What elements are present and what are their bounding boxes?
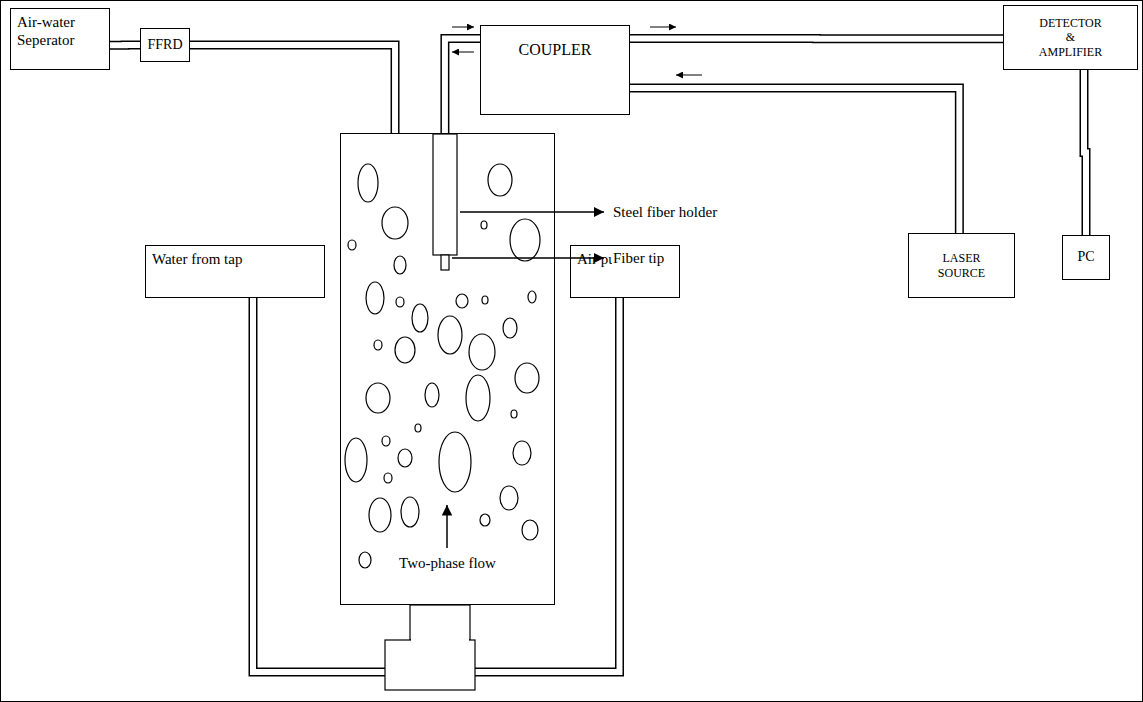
tube-inner — [190, 45, 395, 133]
box-label: DETECTOR & AMPLIFIER — [1036, 16, 1106, 59]
bubble — [396, 297, 404, 307]
inlet-manifold — [385, 605, 475, 690]
bubble — [481, 221, 487, 229]
bubble — [366, 282, 384, 314]
steel-fiber-holder — [433, 134, 457, 255]
bubble — [510, 219, 540, 261]
part-label: Fiber tip — [612, 249, 665, 267]
box-label: Water from tap — [152, 250, 242, 268]
bubble — [382, 436, 390, 446]
inlet-neck — [410, 605, 470, 640]
bubble — [488, 164, 512, 196]
bubble — [412, 304, 428, 332]
direction-arrow — [452, 27, 474, 28]
laser-box: LASER SOURCE — [908, 233, 1015, 298]
fiber-tube — [190, 45, 395, 133]
bubble — [366, 383, 390, 413]
detector-box: DETECTOR & AMPLIFIER — [1003, 5, 1138, 70]
fiber-tube — [445, 39, 480, 134]
bubble — [515, 363, 539, 393]
bubble — [439, 432, 471, 492]
tube-outline — [190, 45, 395, 133]
bubble — [482, 296, 488, 304]
box-label: PC — [1077, 249, 1094, 266]
fiber-tube — [110, 45, 140, 46]
bubble — [466, 375, 490, 421]
inlet-joint — [411, 639, 469, 641]
water-tap-box: Water from tap — [145, 245, 325, 298]
box-label: Air-water Seperator — [17, 13, 103, 49]
bubble — [503, 318, 517, 338]
bubble — [469, 334, 495, 370]
tube-outline — [1084, 70, 1086, 235]
box-label: COUPLER — [519, 40, 592, 59]
tube-inner — [445, 39, 480, 134]
bubble — [348, 240, 356, 250]
bubble — [395, 337, 415, 363]
bubble — [382, 207, 408, 239]
bubble — [511, 410, 517, 418]
bubble — [438, 316, 462, 354]
tube-outline — [630, 34, 1003, 43]
bubble — [415, 424, 421, 432]
tube-outline — [110, 41, 140, 50]
bubble — [345, 438, 367, 482]
tube-inner — [630, 36, 1003, 42]
bubble — [500, 486, 518, 510]
part-label: Steel fiber holder — [612, 203, 718, 221]
bubble — [456, 294, 468, 308]
tube-outline — [253, 298, 430, 672]
bubble — [528, 291, 536, 303]
fiber-tube — [630, 38, 1003, 39]
bubble — [369, 498, 391, 532]
fiber-tube — [253, 298, 430, 672]
flow-arrow — [446, 505, 448, 548]
bubble — [401, 497, 419, 527]
direction-arrow — [676, 75, 702, 76]
bubble — [384, 473, 392, 483]
direction-arrow — [452, 52, 474, 53]
bubble — [398, 449, 412, 467]
box-label: LASER SOURCE — [932, 251, 992, 280]
separator-box: Air-water Seperator — [10, 8, 110, 70]
tube-outline — [445, 39, 480, 134]
fiber-tip — [441, 255, 449, 270]
tube-inner — [253, 298, 430, 672]
fiber-tube — [1084, 70, 1086, 235]
bubble — [480, 514, 490, 526]
bubble — [374, 340, 382, 350]
box-label: FFRD — [147, 37, 182, 54]
direction-arrow — [650, 27, 676, 28]
bubble — [425, 383, 439, 407]
tube-inner — [1084, 70, 1086, 235]
flow-vessel: Two-phase flow — [340, 133, 555, 605]
coupler-box: COUPLER — [480, 25, 630, 115]
bubble — [513, 441, 531, 465]
bubble — [358, 164, 378, 202]
inlet-box — [385, 640, 475, 690]
tube-inner — [110, 42, 140, 48]
bubble — [522, 520, 538, 540]
leader-arrow — [460, 211, 604, 213]
box-label: Two-phase flow — [399, 554, 496, 572]
bubble — [394, 256, 406, 274]
ffrd-box: FFRD — [140, 28, 190, 62]
bubble — [359, 552, 371, 568]
pc-box: PC — [1062, 235, 1110, 280]
